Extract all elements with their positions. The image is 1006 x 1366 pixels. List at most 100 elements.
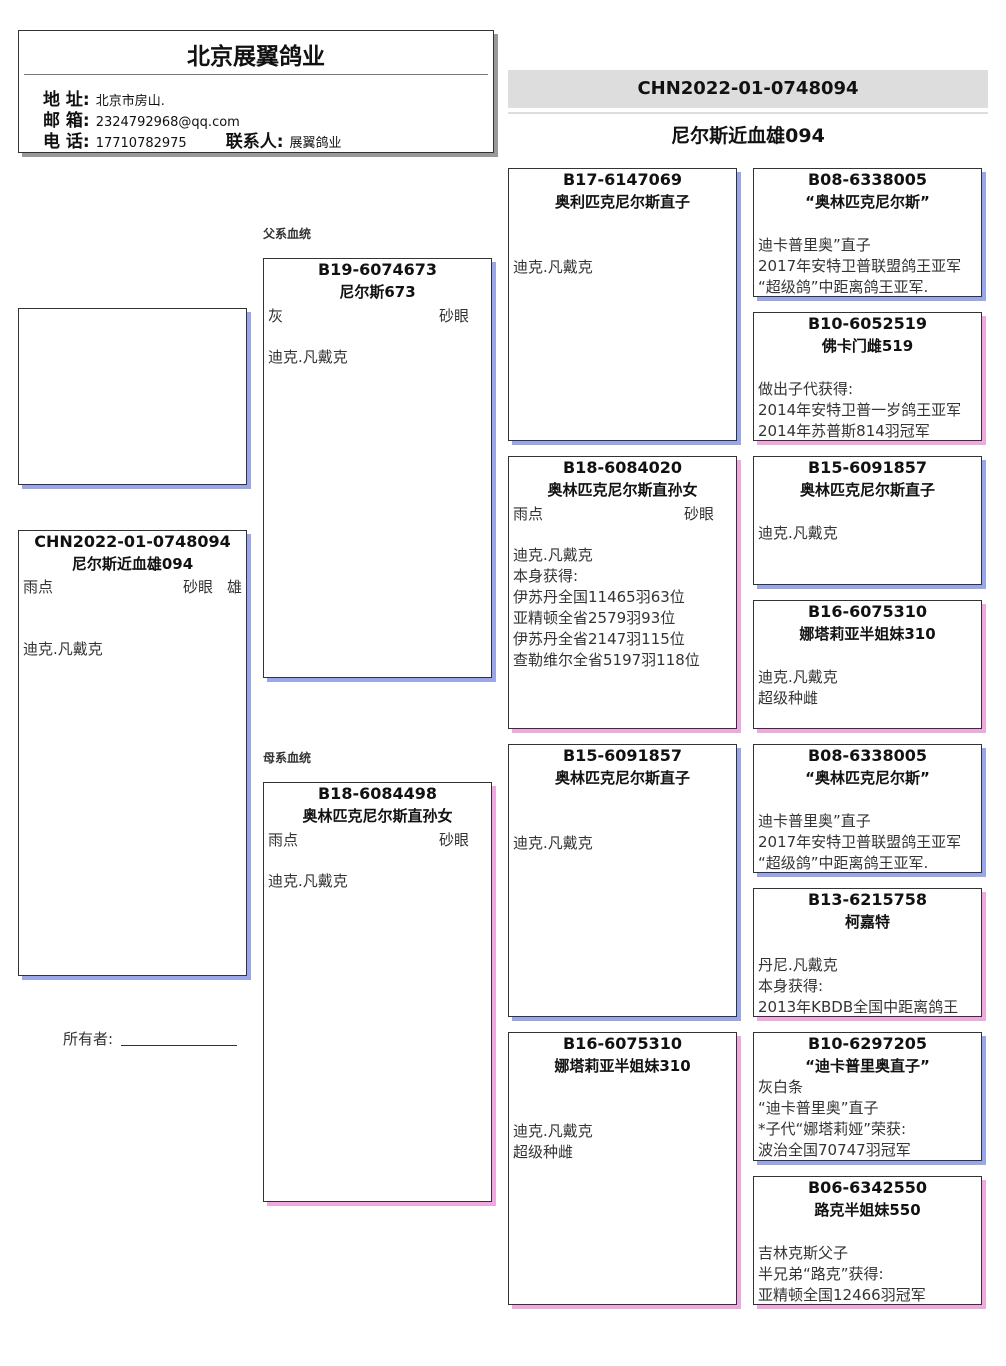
bird-name: 奥利匹克尼尔斯直子 (554, 193, 690, 211)
ring-number: B08-6338005 (807, 170, 928, 189)
note-line: 本身获得: (758, 977, 824, 995)
bird-name: 奥林匹克尼尔斯直孙女 (547, 481, 698, 499)
ring-number: B15-6091857 (807, 458, 928, 477)
bird-name: 佛卡门雌519 (821, 337, 914, 355)
notes: 迪克.凡戴克本身获得:伊苏丹全国11465羽63位亚精顿全省2579羽93位伊苏… (513, 545, 734, 671)
notes: 吉林克斯父子半兄弟“路克”获得: 亚精顿全国12466羽冠军 (758, 1243, 979, 1306)
plumage-color: 雨点 (513, 505, 544, 523)
note-line: 超级种雌 (513, 1143, 574, 1161)
header-divider (24, 74, 488, 75)
note-line: 迪克.凡戴克 (268, 872, 348, 890)
attributes-row: 雨点 砂眼 雄 (23, 576, 242, 597)
ring-number: B15-6091857 (562, 746, 683, 765)
note-line: 迪卡普里奥”直子 (758, 236, 871, 254)
bird-name: 尼尔斯673 (339, 283, 416, 301)
bird-name: 尼尔斯近血雄094 (71, 555, 194, 573)
pedigree-card-sds[interactable]: B15-6091857 奥林匹克尼尔斯直子迪克.凡戴克 (753, 456, 982, 585)
note-line: 吉林克斯父子 (758, 1244, 849, 1262)
bird-name: “奥林匹克尼尔斯” (805, 193, 930, 211)
owner-label: 所有者: (63, 1030, 114, 1048)
pedigree-card-subject[interactable]: CHN2022-01-0748094 尼尔斯近血雄094 雨点 砂眼 雄迪克.凡… (18, 530, 247, 976)
ring-number: B08-6338005 (807, 746, 928, 765)
banner-divider (508, 112, 988, 114)
note-line: 亚精顿全国12466羽冠军 (758, 1286, 926, 1304)
note-line: 伊苏丹全国11465羽63位 (513, 588, 685, 606)
ring-number: B17-6147069 (562, 170, 683, 189)
note-line: “迪卡普里奥”直子 (758, 1099, 879, 1117)
breeder-name: 北京展翼鸽业 (187, 44, 325, 70)
note-line: 2013年KBDB全国中距离鸽王 (758, 998, 959, 1016)
subject-ring-banner: CHN2022-01-0748094 (508, 70, 988, 108)
pedigree-card-sd[interactable]: B18-6084020 奥林匹克尼尔斯直孙女 雨点 砂眼 迪克.凡戴克本身获得:… (508, 456, 737, 729)
note-line: 迪克.凡戴克 (513, 258, 593, 276)
note-line: 迪克.凡戴克 (758, 524, 838, 542)
note-line: 迪克.凡戴克 (513, 1122, 593, 1140)
pedigree-card-ss[interactable]: B17-6147069 奥利匹克尼尔斯直子迪克.凡戴克 (508, 168, 737, 441)
note-line: 迪克.凡戴克 (513, 834, 593, 852)
note-line: 伊苏丹全省2147羽115位 (513, 630, 685, 648)
address-row: 地 址:北京市房山. (43, 85, 165, 110)
bird-name: 奥林匹克尼尔斯直孙女 (302, 807, 453, 825)
attributes-row: 雨点 砂眼 (268, 829, 487, 850)
ring-number: B10-6052519 (807, 314, 928, 333)
ring-number: B16-6075310 (562, 1034, 683, 1053)
pedigree-card-ddd[interactable]: B06-6342550 路克半姐妹550 吉林克斯父子半兄弟“路克”获得: 亚精顿全… (753, 1176, 982, 1305)
pedigree-card-sire[interactable]: B19-6074673 尼尔斯673 灰 砂眼 迪克.凡戴克 (263, 258, 492, 678)
plumage-color: 灰 (268, 307, 284, 325)
notes: 灰白条“迪卡普里奥”直子*子代“娜塔莉娅”荣获:波治全国70747羽冠军 (758, 1077, 979, 1161)
subject-name-banner: 尼尔斯近血雄094 (671, 125, 825, 147)
pedigree-card-ssd[interactable]: B10-6052519 佛卡门雌519 做出子代获得:2014年安特卫普一岁鸽王亚… (753, 312, 982, 441)
pedigree-card-dds[interactable]: B10-6297205 “迪卡普里奥直子”灰白条“迪卡普里奥”直子*子代“娜塔莉… (753, 1032, 982, 1161)
phone-row: 电 话: 17710782975 联系人: 展翼鸽业 (43, 127, 342, 152)
ring-number: CHN2022-01-0748094 (34, 532, 231, 551)
notes: 迪克.凡戴克超级种雌 (513, 1121, 734, 1163)
ring-number: B06-6342550 (807, 1178, 928, 1197)
ring-number: B16-6075310 (807, 602, 928, 621)
pedigree-card-dsd[interactable]: B13-6215758 柯嘉特丹尼.凡戴克本身获得:2013年KBDB全国中距离… (753, 888, 982, 1017)
notes: 迪克.凡戴克 (758, 523, 979, 544)
contact-value: 展翼鸽业 (289, 136, 342, 151)
ring-number: B18-6084498 (317, 784, 438, 803)
note-line: 迪克.凡戴克 (23, 640, 103, 658)
phone-label: 电 话: (43, 132, 90, 152)
pedigree-card-dam[interactable]: B18-6084498 奥林匹克尼尔斯直孙女 雨点 砂眼 迪克.凡戴克 (263, 782, 492, 1202)
notes: 迪克.凡戴克 (268, 871, 489, 892)
plumage-color: 雨点 (268, 831, 299, 849)
sire-section-label: 父系血统 (263, 227, 312, 241)
note-line: 迪克.凡戴克 (268, 348, 348, 366)
contact-label: 联系人: (225, 132, 284, 152)
note-line: 半兄弟“路克”获得: (758, 1265, 884, 1283)
notes: 迪克.凡戴克 (23, 639, 244, 660)
note-line: 亚精顿全省2579羽93位 (513, 609, 676, 627)
note-line: 2017年安特卫普联盟鸽王亚军 (758, 833, 962, 851)
plumage-color: 雨点 (23, 578, 54, 596)
ring-number: B10-6297205 (807, 1034, 928, 1053)
note-line: 本身获得: (513, 567, 579, 585)
bird-name: 奥林匹克尼尔斯直子 (554, 769, 690, 787)
owner-field: 所有者: (63, 1028, 238, 1049)
breeder-header: 北京展翼鸽业 地 址:北京市房山. 邮 箱:2324792968@qq.com … (18, 30, 494, 153)
bird-name: 奥林匹克尼尔斯直子 (799, 481, 935, 499)
note-line: “超级鸽”中距离鸽王亚军. (758, 278, 929, 296)
note-line: 灰白条 (758, 1078, 804, 1096)
notes: 迪克.凡戴克 (268, 347, 489, 368)
bird-name: 路克半姐妹550 (814, 1201, 921, 1219)
notes: 迪克.凡戴克 (513, 257, 734, 278)
note-line: 超级种雌 (758, 689, 819, 707)
note-line: 丹尼.凡戴克 (758, 956, 838, 974)
address-value: 北京市房山. (95, 94, 165, 109)
notes: 丹尼.凡戴克本身获得: 2013年KBDB全国中距离鸽王 (758, 955, 979, 1018)
bird-name: 柯嘉特 (844, 913, 890, 931)
phone-value: 17710782975 (95, 136, 187, 151)
notes: 迪克.凡戴克超级种雌 (758, 667, 979, 709)
pedigree-card-ds[interactable]: B15-6091857 奥林匹克尼尔斯直子迪克.凡戴克 (508, 744, 737, 1017)
owner-signature-line[interactable] (121, 1045, 238, 1046)
note-line: 查勒维尔全省5197羽118位 (513, 651, 700, 669)
